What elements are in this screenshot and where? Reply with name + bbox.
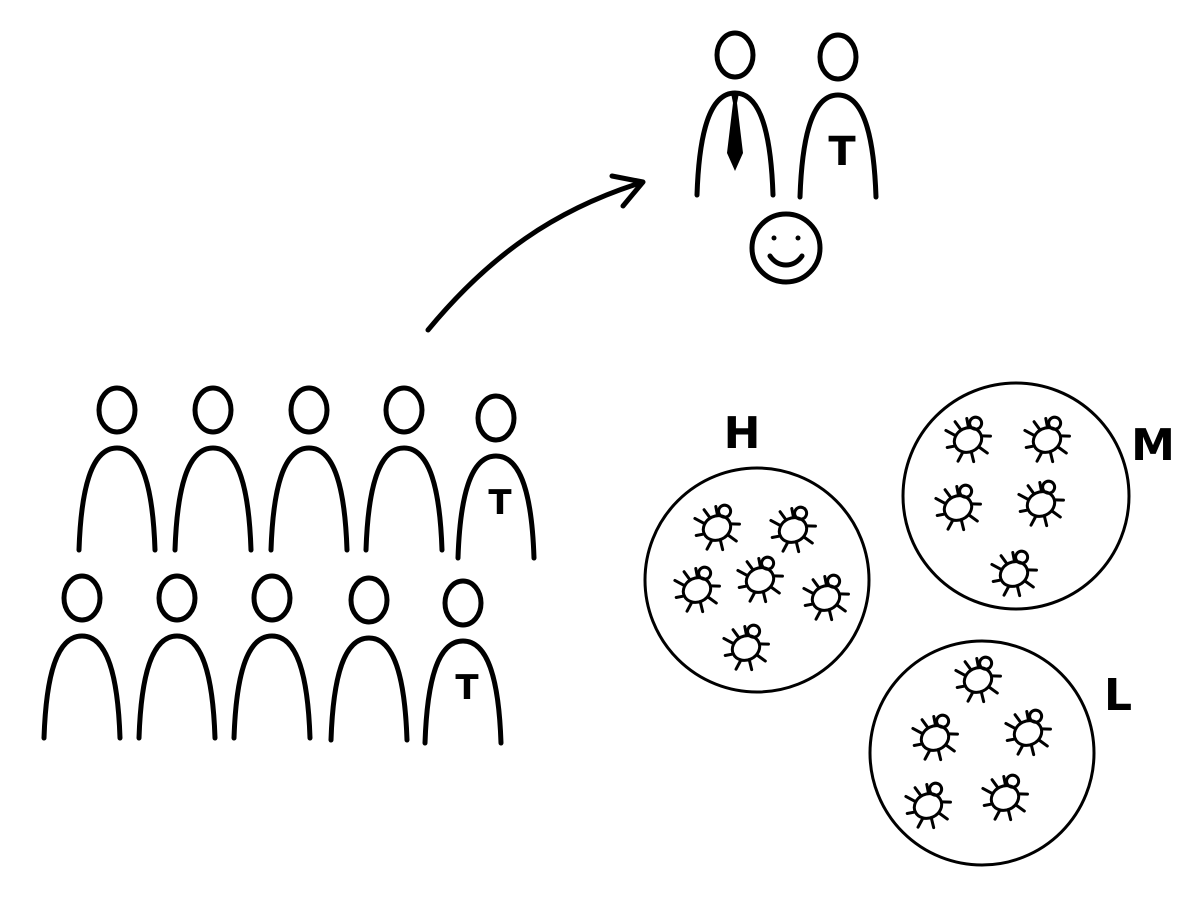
selected-group: T xyxy=(697,33,876,197)
crowd-group: TT xyxy=(44,388,534,743)
bug-icon xyxy=(947,649,1009,711)
group-label: L xyxy=(1104,670,1132,721)
bug-icon xyxy=(997,702,1059,764)
person-icon: T xyxy=(425,581,501,743)
tie-icon xyxy=(727,93,743,171)
group-label: H xyxy=(724,408,761,459)
person-icon: T xyxy=(800,35,876,197)
group-circle xyxy=(868,639,1096,867)
bug-icon xyxy=(983,543,1045,605)
person-icon xyxy=(271,388,347,550)
group-circle xyxy=(901,381,1131,611)
bug-icon xyxy=(762,499,824,561)
bug-icon xyxy=(1010,473,1072,535)
person-badge-label: T xyxy=(828,129,856,175)
bug-icon xyxy=(715,617,777,679)
curved-arrow-icon xyxy=(425,173,646,333)
person-icon xyxy=(175,388,251,550)
smiley-face-icon xyxy=(749,211,823,285)
person-icon xyxy=(139,576,215,738)
person-badge-label: T xyxy=(455,668,479,708)
person-icon xyxy=(366,388,442,550)
group-l: L xyxy=(868,639,1132,867)
group-h: H xyxy=(643,408,871,694)
group-circle xyxy=(643,466,871,694)
bug-icon xyxy=(927,477,989,539)
bug-icon xyxy=(974,767,1036,829)
bug-icon xyxy=(686,497,748,559)
bug-icon xyxy=(795,567,857,629)
person-icon: T xyxy=(458,396,534,558)
person-icon xyxy=(44,576,120,738)
person-with-tie-icon xyxy=(697,33,773,195)
person-icon xyxy=(234,576,310,738)
bug-icon xyxy=(904,707,966,769)
group-label: M xyxy=(1131,420,1175,471)
bug-icon xyxy=(897,775,959,837)
group-m: M xyxy=(901,381,1175,611)
person-icon xyxy=(79,388,155,550)
bug-icon xyxy=(937,409,999,471)
person-icon xyxy=(331,578,407,740)
bug-icon xyxy=(666,559,728,621)
person-badge-label: T xyxy=(488,483,512,523)
bug-icon xyxy=(729,549,791,611)
bug-groups: H M L xyxy=(643,381,1175,867)
bug-icon xyxy=(1016,409,1078,471)
